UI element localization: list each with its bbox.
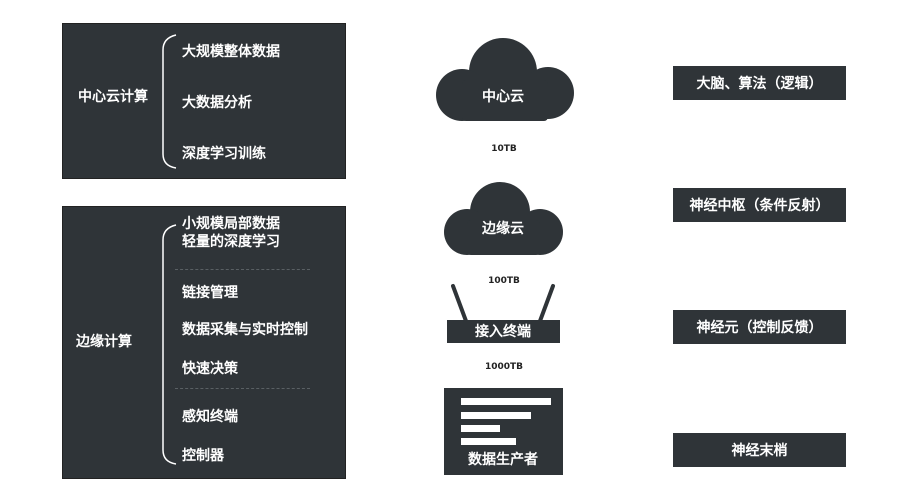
divider <box>175 269 310 270</box>
edge-item: 感知终端 <box>182 409 238 425</box>
center-item: 深度学习训练 <box>182 146 266 162</box>
edge-cloud-icon <box>444 182 563 255</box>
neuron-label: 神经元（控制反馈） <box>673 310 846 344</box>
nerve-ending-label: 神经末梢 <box>673 433 846 467</box>
router-antenna-icon <box>451 284 555 323</box>
center-group-title: 中心云计算 <box>78 89 148 105</box>
access-terminal-box <box>447 320 560 343</box>
volume-label: 1000TB <box>484 362 524 372</box>
access-terminal-label: 接入终端 <box>475 324 531 340</box>
center-cloud-label: 中心云 <box>482 89 524 105</box>
edge-item: 快速决策 <box>182 361 238 377</box>
document-lines-icon <box>461 398 551 445</box>
edge-item: 轻量的深度学习 <box>182 234 280 250</box>
edge-item: 小规模局部数据 <box>182 216 280 232</box>
center-bracket <box>162 34 177 169</box>
edge-item: 链接管理 <box>182 285 238 301</box>
volume-label: 100TB <box>488 276 520 286</box>
center-item: 大数据分析 <box>182 95 252 111</box>
edge-item: 控制器 <box>182 448 224 464</box>
edge-cloud-label: 边缘云 <box>482 221 524 237</box>
center-cloud-icon <box>436 38 574 121</box>
divider <box>175 388 310 389</box>
volume-label: 10TB <box>491 144 517 154</box>
edge-group-title: 边缘计算 <box>76 334 132 350</box>
edge-computing-panel <box>62 206 346 479</box>
edge-item: 数据采集与实时控制 <box>182 322 308 338</box>
nerve-center-label: 神经中枢（条件反射） <box>673 188 846 222</box>
data-producer-label: 数据生产者 <box>468 452 538 468</box>
center-cloud-computing-panel <box>62 23 346 179</box>
center-item: 大规模整体数据 <box>182 44 280 60</box>
edge-bracket <box>162 224 177 465</box>
brain-label: 大脑、算法（逻辑） <box>673 66 846 100</box>
